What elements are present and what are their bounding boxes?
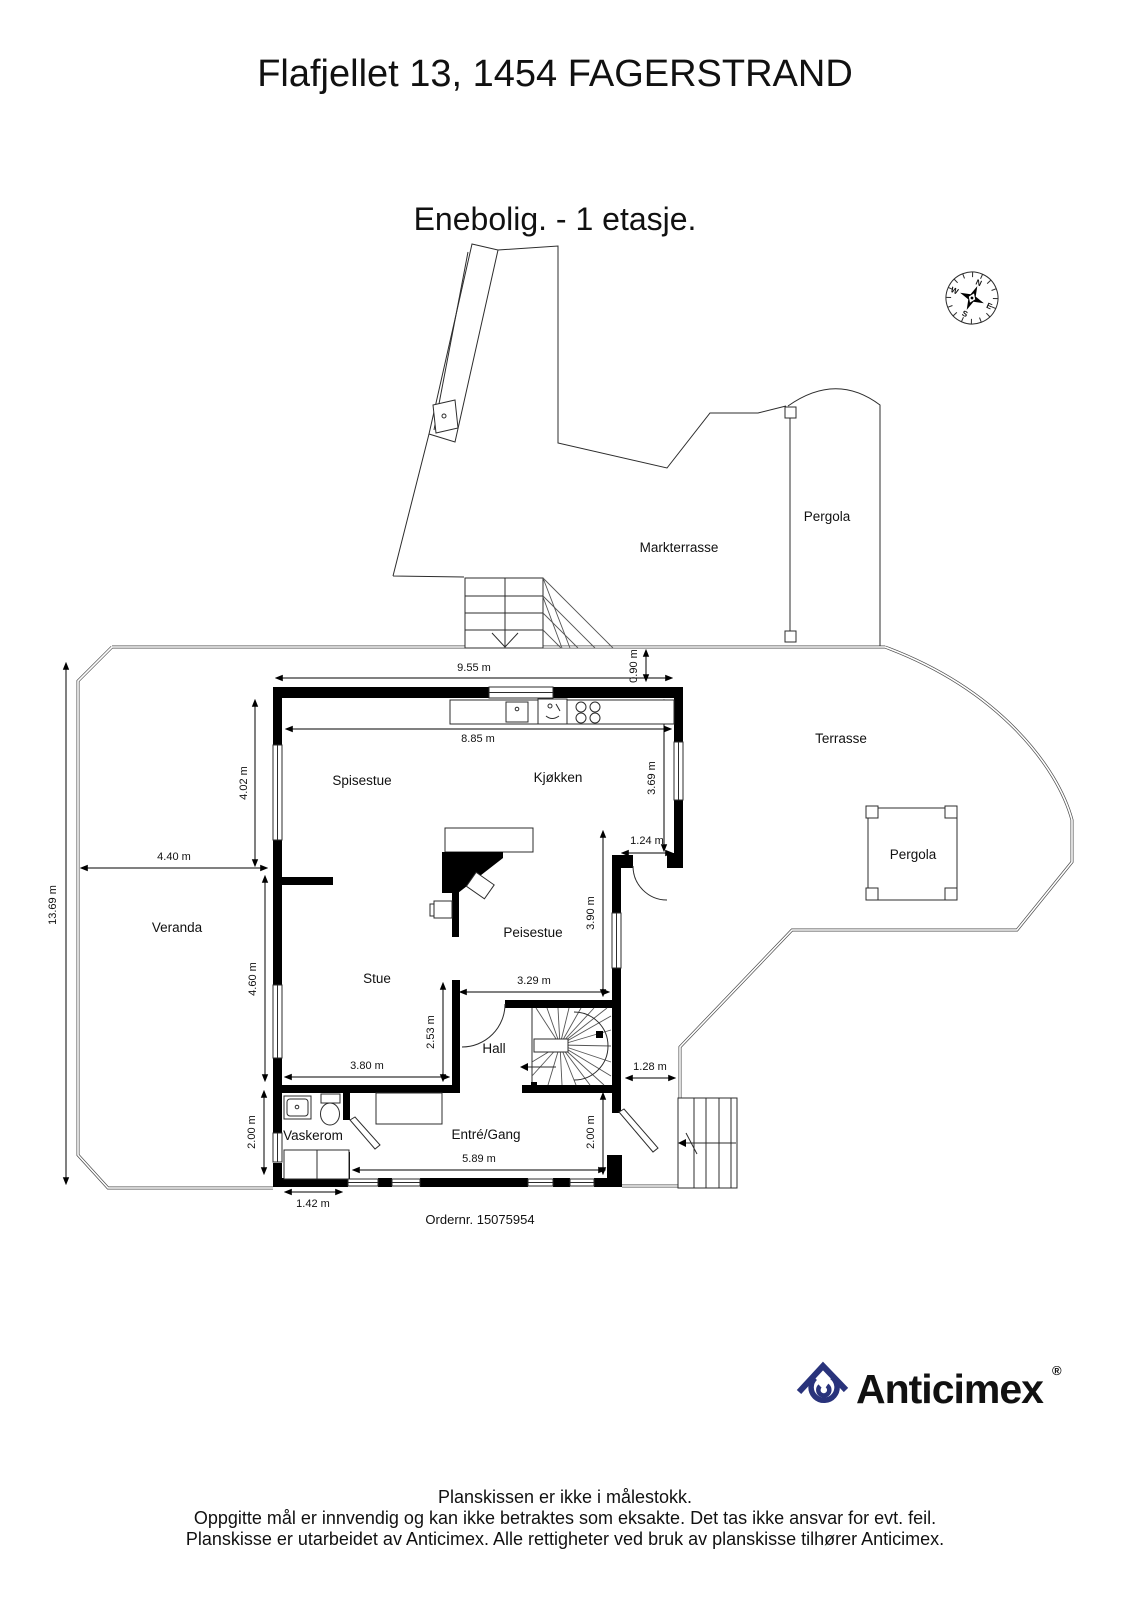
footer-line-3: Planskisse er utarbeidet av Anticimex. A… bbox=[186, 1529, 944, 1549]
room-label-vaskerom: Vaskerom bbox=[283, 1128, 343, 1143]
anticimex-logo-text: Anticimex bbox=[856, 1366, 1044, 1412]
window bbox=[527, 1178, 554, 1187]
window bbox=[488, 686, 554, 699]
vaskerom-door bbox=[349, 1116, 381, 1150]
stue-hall-door bbox=[461, 1003, 506, 1048]
dim-label: 3.69 m bbox=[646, 761, 658, 795]
room-label-peisestue: Peisestue bbox=[503, 925, 562, 940]
dim-label: 0.90 m bbox=[628, 649, 640, 683]
page-title: Flafjellet 13, 1454 FAGERSTRAND bbox=[257, 53, 853, 95]
dishwasher-icon bbox=[537, 698, 568, 725]
window bbox=[673, 741, 684, 801]
ramp bbox=[428, 243, 499, 443]
window bbox=[347, 1178, 379, 1187]
doors bbox=[349, 865, 668, 1153]
window bbox=[272, 984, 283, 1059]
hall-spiral-stairs bbox=[520, 1007, 612, 1088]
dim-label: 4.40 m bbox=[157, 851, 191, 863]
washing-machine-icon bbox=[283, 1149, 318, 1180]
cooktop-icon bbox=[575, 701, 601, 724]
entrance-door bbox=[618, 1108, 659, 1153]
room-label-entre-gang: Entré/Gang bbox=[451, 1127, 520, 1142]
compass-w-label: W bbox=[949, 285, 960, 296]
pergola-post bbox=[865, 805, 879, 819]
dryer-icon bbox=[316, 1149, 350, 1180]
window bbox=[611, 912, 622, 969]
dimension-labels: 9.55 m 0.90 m 8.85 m 4.02 m 3.69 m 1.24 … bbox=[47, 649, 667, 1210]
laundry-sink-icon bbox=[283, 1095, 312, 1120]
outdoor-stairs-top bbox=[464, 577, 614, 649]
kitchen-fixtures bbox=[449, 698, 675, 725]
footer-disclaimer: Planskissen er ikke i målestokk. Oppgitt… bbox=[186, 1487, 944, 1549]
dim-label: 2.00 m bbox=[246, 1115, 258, 1149]
dim-label: 9.55 m bbox=[457, 662, 491, 674]
kitchen-sink-icon bbox=[505, 701, 529, 723]
compass-n-label: N bbox=[974, 278, 983, 289]
pergola-upper-outline bbox=[784, 388, 881, 646]
room-label-markterrasse: Markterrasse bbox=[640, 540, 719, 555]
markterrasse-outline bbox=[392, 243, 787, 578]
room-label-kjokken: Kjøkken bbox=[534, 770, 583, 785]
dim-label: 1.28 m bbox=[633, 1061, 667, 1073]
deck-outline bbox=[76, 645, 1074, 1190]
toilet-icon bbox=[320, 1093, 341, 1126]
footer-line-2: Oppgitte mål er innvendig og kan ikke be… bbox=[194, 1508, 936, 1528]
compass-icon: N E S W bbox=[945, 271, 999, 325]
fireplace-icon bbox=[429, 827, 534, 937]
room-label-pergola-upper: Pergola bbox=[804, 509, 851, 524]
walls bbox=[273, 687, 683, 1187]
room-labels: Markterrasse Pergola Terrasse Pergola Ve… bbox=[152, 509, 937, 1143]
page-subtitle: Enebolig. - 1 etasje. bbox=[414, 201, 697, 237]
window bbox=[569, 1178, 595, 1187]
stair-newel bbox=[533, 1038, 569, 1053]
windows bbox=[272, 686, 684, 1187]
room-label-terrasse: Terrasse bbox=[815, 731, 867, 746]
entrance-stairs bbox=[677, 1097, 738, 1189]
dim-label: 2.53 m bbox=[425, 1015, 437, 1049]
footer-line-1: Planskissen er ikke i målestokk. bbox=[438, 1487, 692, 1507]
room-label-pergola-terrasse: Pergola bbox=[890, 847, 937, 862]
pergola-post bbox=[944, 805, 958, 819]
dim-label: 8.85 m bbox=[461, 733, 495, 745]
pergola-terrasse-outline bbox=[865, 805, 958, 901]
stair-fan bbox=[542, 577, 614, 649]
pergola-post bbox=[784, 406, 797, 419]
pergola-post bbox=[865, 887, 879, 901]
room-label-hall: Hall bbox=[482, 1041, 505, 1056]
dim-label: 5.89 m bbox=[462, 1153, 496, 1165]
dim-label: 4.60 m bbox=[247, 962, 259, 996]
dim-label: 1.24 m bbox=[630, 835, 664, 847]
room-label-spisestue: Spisestue bbox=[332, 773, 391, 788]
side-unit bbox=[433, 900, 453, 919]
dim-label: 1.42 m bbox=[296, 1198, 330, 1210]
dimension-lines bbox=[62, 648, 677, 1196]
compass-e-label: E bbox=[985, 301, 994, 312]
dim-label: 4.02 m bbox=[238, 766, 250, 800]
dim-label: 13.69 m bbox=[47, 885, 59, 925]
pergola-post bbox=[784, 630, 797, 643]
kitchen-terrace-door bbox=[632, 865, 668, 901]
order-number: Ordernr. 15075954 bbox=[425, 1212, 534, 1227]
dim-label: 3.29 m bbox=[517, 975, 551, 987]
pergola-post bbox=[944, 887, 958, 901]
dim-label: 2.00 m bbox=[585, 1115, 597, 1149]
window bbox=[272, 1132, 283, 1163]
anticimex-logo-icon bbox=[796, 1361, 849, 1404]
window bbox=[272, 744, 283, 841]
room-label-stue: Stue bbox=[363, 971, 391, 986]
vaskerom-fixtures bbox=[283, 1093, 350, 1180]
compass-s-label: S bbox=[961, 309, 970, 320]
window bbox=[391, 1178, 421, 1187]
dim-label: 3.80 m bbox=[350, 1060, 384, 1072]
anticimex-logo: Anticimex ® bbox=[796, 1361, 1062, 1412]
dim-label: 3.90 m bbox=[585, 896, 597, 930]
wardrobe bbox=[375, 1092, 443, 1125]
room-label-veranda: Veranda bbox=[152, 920, 203, 935]
registered-mark: ® bbox=[1052, 1363, 1062, 1378]
